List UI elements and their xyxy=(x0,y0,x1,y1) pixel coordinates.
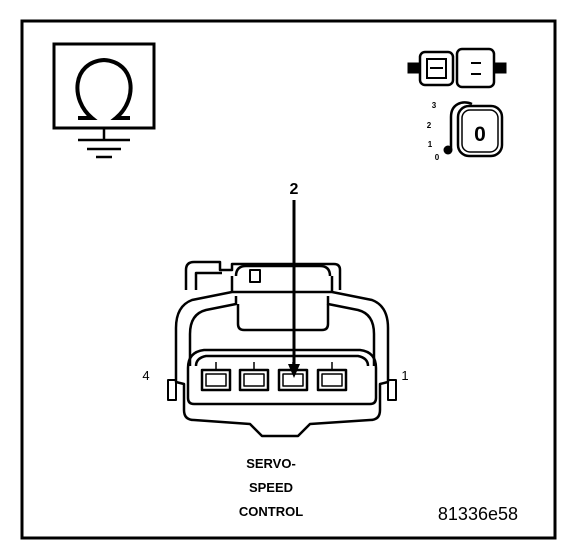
pin-2-callout-arrow xyxy=(288,200,300,378)
key-label: 0 xyxy=(474,123,486,146)
pin-label-right: 1 xyxy=(401,368,408,383)
caption-line-1: SERVO- xyxy=(246,456,296,471)
ignition-position-1: 1 xyxy=(428,140,433,149)
connector-disconnected-icon xyxy=(407,47,507,89)
servo-connector xyxy=(167,260,397,438)
figure-id: 81336e58 xyxy=(438,504,518,524)
ignition-position-3: 3 xyxy=(432,101,437,110)
ignition-key-off-icon: 0 3 2 1 0 xyxy=(427,101,504,162)
ignition-position-2: 2 xyxy=(427,121,432,130)
ohmmeter-ground-icon xyxy=(52,42,156,159)
caption-line-2: SPEED xyxy=(249,480,293,495)
callout-pin-label: 2 xyxy=(290,181,299,198)
diagram-frame xyxy=(20,19,557,540)
ignition-position-0: 0 xyxy=(435,153,440,162)
pin-label-left: 4 xyxy=(142,368,149,383)
caption-line-3: CONTROL xyxy=(239,504,303,519)
